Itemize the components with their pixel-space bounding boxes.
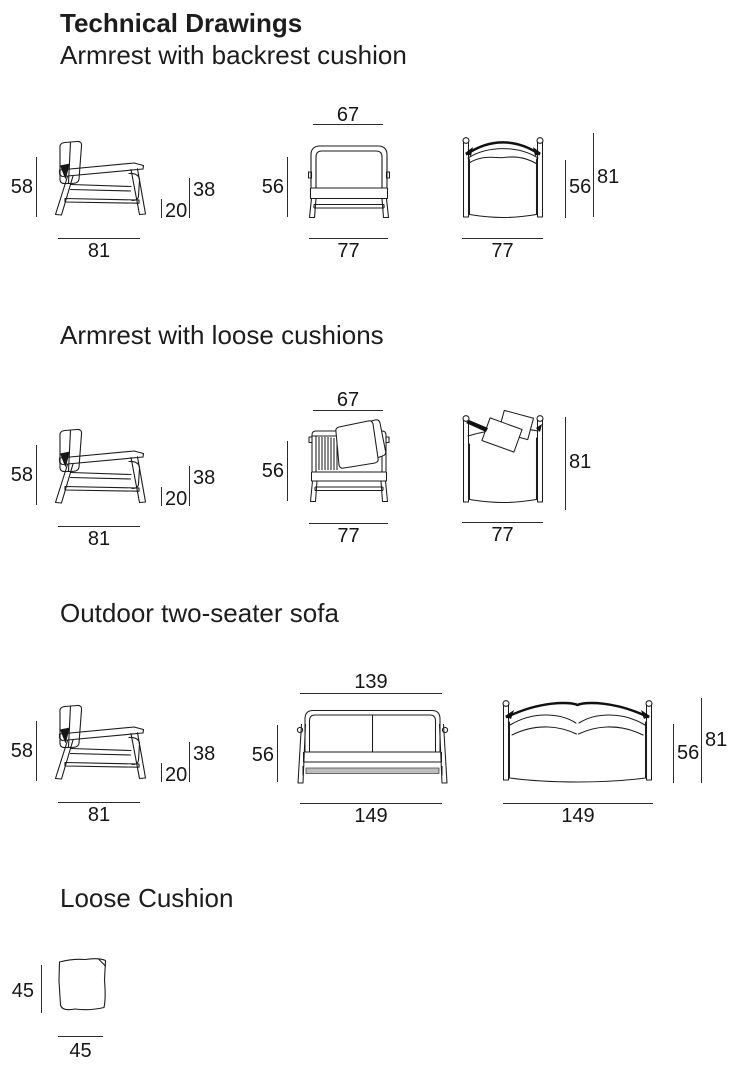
dim-arm-height-1: 38 <box>193 179 216 201</box>
dim-front-height-1: 56 <box>261 176 284 198</box>
dim-line-front-height-1 <box>287 157 288 217</box>
armchair-back-loose-drawing <box>460 404 546 504</box>
dim-front-width-2: 77 <box>337 525 360 547</box>
dim-side-width-3: 81 <box>87 804 111 826</box>
figure-armchair-back-1 <box>460 133 546 219</box>
armchair-side-drawing <box>52 428 148 506</box>
dim-side-height-3: 58 <box>10 740 33 762</box>
dim-sofa-back-width: 149 <box>561 805 595 827</box>
figure-armchair-back-2 <box>460 404 546 504</box>
dim-sofa-front-width: 149 <box>354 805 388 827</box>
dim-front-height-2: 56 <box>261 460 284 482</box>
dim-cushion-height: 45 <box>11 980 34 1002</box>
sofa-back-drawing <box>500 694 655 784</box>
dim-line-back-height-2 <box>565 417 566 510</box>
figure-armchair-front-1 <box>308 143 390 219</box>
dim-line-front-height-2 <box>287 441 288 501</box>
figure-armchair-side-3 <box>52 704 148 782</box>
dim-line-arm-height-2 <box>189 466 190 506</box>
page-title: Technical Drawings <box>60 8 303 38</box>
dim-sofa-back-seat-height: 56 <box>677 742 700 764</box>
dim-line-front-width-2 <box>309 523 388 524</box>
armchair-side-drawing <box>52 140 148 218</box>
dim-line-back-width-1 <box>462 238 543 239</box>
figure-armchair-side-2 <box>52 428 148 506</box>
dim-front-inner-width-2: 67 <box>336 389 360 411</box>
section-title-two-seater-sofa: Outdoor two-seater sofa <box>60 598 339 628</box>
dim-line-cushion-height <box>41 965 42 1013</box>
figure-armchair-side-1 <box>52 140 148 218</box>
dim-side-height-1: 58 <box>10 176 33 198</box>
dim-seat-height-1: 20 <box>165 200 188 222</box>
figure-loose-cushion <box>55 955 111 1015</box>
figure-sofa-back <box>500 694 655 784</box>
dim-back-seat-height-1: 56 <box>569 176 592 198</box>
dim-line-sofa-front-height <box>277 725 278 782</box>
dim-line-back-width-2 <box>462 522 543 523</box>
dim-side-width-1: 81 <box>87 240 111 262</box>
dim-back-height-1: 81 <box>597 166 620 188</box>
armchair-front-drawing <box>308 143 390 219</box>
dim-line-seat-height-3 <box>161 763 162 782</box>
dim-front-inner-width-1: 67 <box>336 104 360 126</box>
dim-sofa-front-height: 56 <box>251 744 274 766</box>
dim-line-sofa-back-seat-height <box>673 724 674 783</box>
dim-front-width-1: 77 <box>337 240 360 262</box>
dim-line-seat-height-1 <box>161 199 162 218</box>
dim-line-arm-height-3 <box>189 742 190 782</box>
dim-line-front-width-1 <box>309 238 388 239</box>
dim-back-width-1: 77 <box>491 240 514 262</box>
section-title-loose-cushions: Armrest with loose cushions <box>60 320 384 350</box>
dim-line-side-height-3 <box>36 721 37 781</box>
dim-sofa-front-inner-width: 139 <box>354 671 388 693</box>
dim-line-back-seat-height-1 <box>565 160 566 218</box>
armchair-front-loose-drawing <box>308 418 390 503</box>
dim-line-front-inner-width-2 <box>313 410 383 411</box>
dim-line-side-height-2 <box>36 445 37 505</box>
dim-side-width-2: 81 <box>87 528 111 550</box>
dim-line-sofa-front-inner-width <box>300 693 442 694</box>
dim-line-back-height-1 <box>593 133 594 217</box>
figure-armchair-front-2 <box>308 418 390 503</box>
sofa-front-drawing <box>295 706 450 786</box>
dim-line-sofa-back-height <box>701 698 702 783</box>
armchair-side-drawing <box>52 704 148 782</box>
dim-line-sofa-back-width <box>503 803 653 804</box>
figure-sofa-front <box>295 706 450 786</box>
dim-line-side-width-3 <box>58 802 140 803</box>
section-title-backrest-cushion: Armrest with backrest cushion <box>60 40 407 70</box>
dim-line-side-width-1 <box>58 238 140 239</box>
dim-line-side-width-2 <box>58 526 140 527</box>
dim-back-height-2: 81 <box>569 451 592 473</box>
dim-line-side-height-1 <box>36 157 37 217</box>
dim-line-sofa-front-width <box>300 803 442 804</box>
dim-seat-height-2: 20 <box>165 488 188 510</box>
dim-sofa-back-height: 81 <box>705 729 728 751</box>
dim-side-height-2: 58 <box>10 464 33 486</box>
dim-line-arm-height-1 <box>189 178 190 218</box>
dim-line-front-inner-width-1 <box>313 124 383 125</box>
section-title-loose-cushion: Loose Cushion <box>60 883 234 913</box>
dim-cushion-width: 45 <box>69 1040 92 1062</box>
dim-back-width-2: 77 <box>491 524 514 546</box>
dim-line-seat-height-2 <box>161 487 162 506</box>
dim-arm-height-3: 38 <box>193 743 216 765</box>
dim-line-cushion-width <box>58 1036 103 1037</box>
dim-seat-height-3: 20 <box>165 764 188 786</box>
armchair-back-drawing <box>460 133 546 219</box>
dim-arm-height-2: 38 <box>193 467 216 489</box>
loose-cushion-drawing <box>55 955 111 1015</box>
